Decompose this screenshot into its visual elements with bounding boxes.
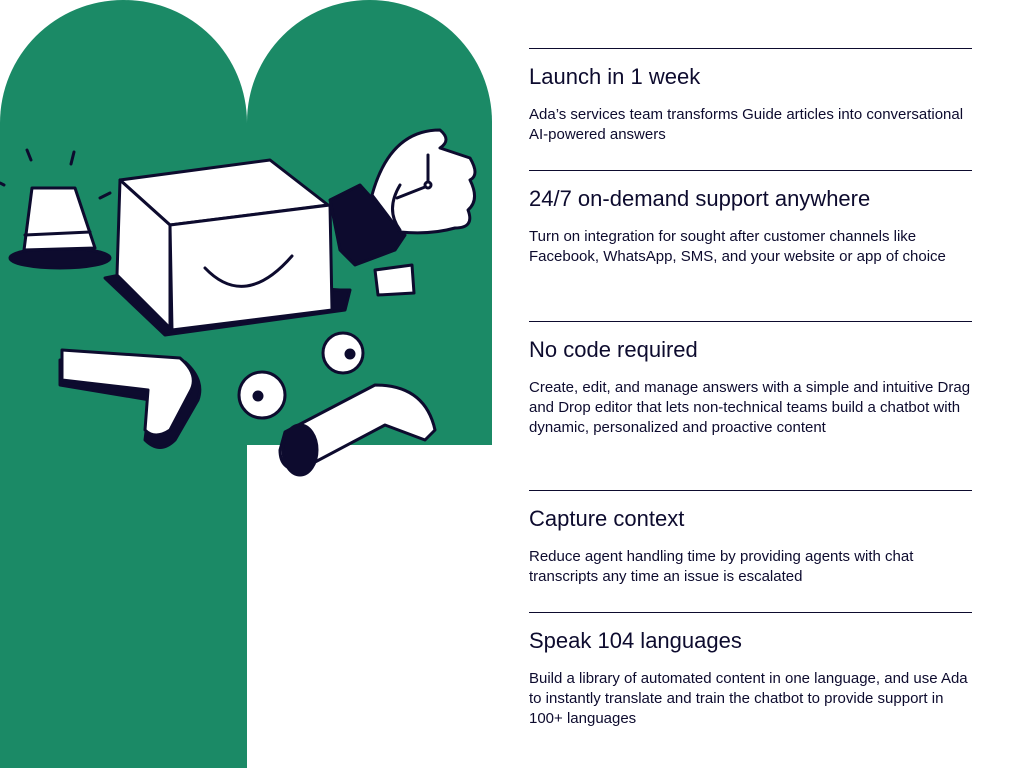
chatbot-illustration — [0, 128, 477, 477]
feature-title: Launch in 1 week — [529, 64, 701, 89]
feature-description: Ada’s services team transforms Guide art… — [529, 106, 964, 143]
feature-description: Create, edit, and manage answers with a … — [529, 379, 971, 436]
feature-title: Capture context — [529, 506, 685, 531]
box-robot-icon — [103, 158, 352, 337]
feature-description: Build a library of automated content in … — [529, 670, 968, 727]
feature-title: 24/7 on-demand support anywhere — [529, 186, 871, 211]
feature-launch: Launch in 1 week Ada’s services team tra… — [529, 48, 972, 170]
feature-no-code: No code required Create, edit, and manag… — [529, 321, 972, 490]
feature-list: Launch in 1 week Ada’s services team tra… — [529, 48, 972, 729]
feature-support: 24/7 on-demand support anywhere Turn on … — [529, 170, 972, 321]
feature-title: No code required — [529, 337, 698, 362]
feature-description: Turn on integration for sought after cus… — [529, 228, 946, 265]
alert-bell-icon — [0, 148, 112, 270]
feature-languages: Speak 104 languages Build a library of a… — [529, 612, 972, 729]
feature-title: Speak 104 languages — [529, 628, 742, 653]
hand-watch-icon — [328, 128, 477, 297]
scattered-face-parts — [58, 331, 437, 477]
feature-context: Capture context Reduce agent handling ti… — [529, 490, 972, 612]
feature-description: Reduce agent handling time by providing … — [529, 548, 914, 585]
